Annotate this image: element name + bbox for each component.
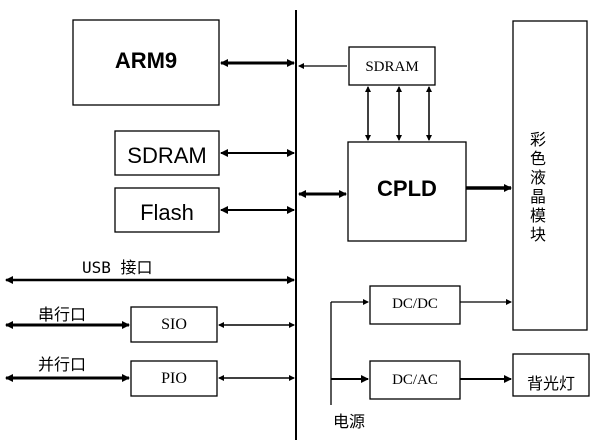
parallel-port-label: 并行口 — [38, 355, 87, 374]
dcdc-box — [369, 285, 461, 325]
power-label: 电源 — [333, 412, 366, 431]
pio-box — [130, 360, 218, 397]
lcd-module-label: 彩色液晶模块 — [529, 130, 546, 244]
dcac-label: DC/AC — [392, 372, 438, 388]
flash-box — [114, 187, 220, 233]
usb-label: USB 接口 — [82, 258, 153, 277]
sdram-top-box — [348, 46, 436, 86]
dcdc-label: DC/DC — [392, 296, 438, 312]
backlight-label: 背光灯 — [526, 374, 575, 393]
serial-port-label: 串行口 — [38, 305, 87, 324]
sdram-top-label: SDRAM — [365, 59, 419, 75]
sdram-left-label: SDRAM — [127, 143, 207, 168]
backlight-box — [512, 353, 590, 397]
flash-label: Flash — [140, 200, 194, 225]
cpld-label: CPLD — [377, 176, 437, 201]
lcd-module-box — [512, 20, 588, 331]
arm9-box — [72, 19, 220, 106]
sio-box — [130, 306, 218, 343]
sio-label: SIO — [161, 316, 187, 333]
arm9-label: ARM9 — [114, 48, 178, 73]
sdram-left-box — [114, 130, 220, 176]
pio-label: PIO — [161, 370, 187, 387]
cpld-box — [347, 141, 467, 242]
